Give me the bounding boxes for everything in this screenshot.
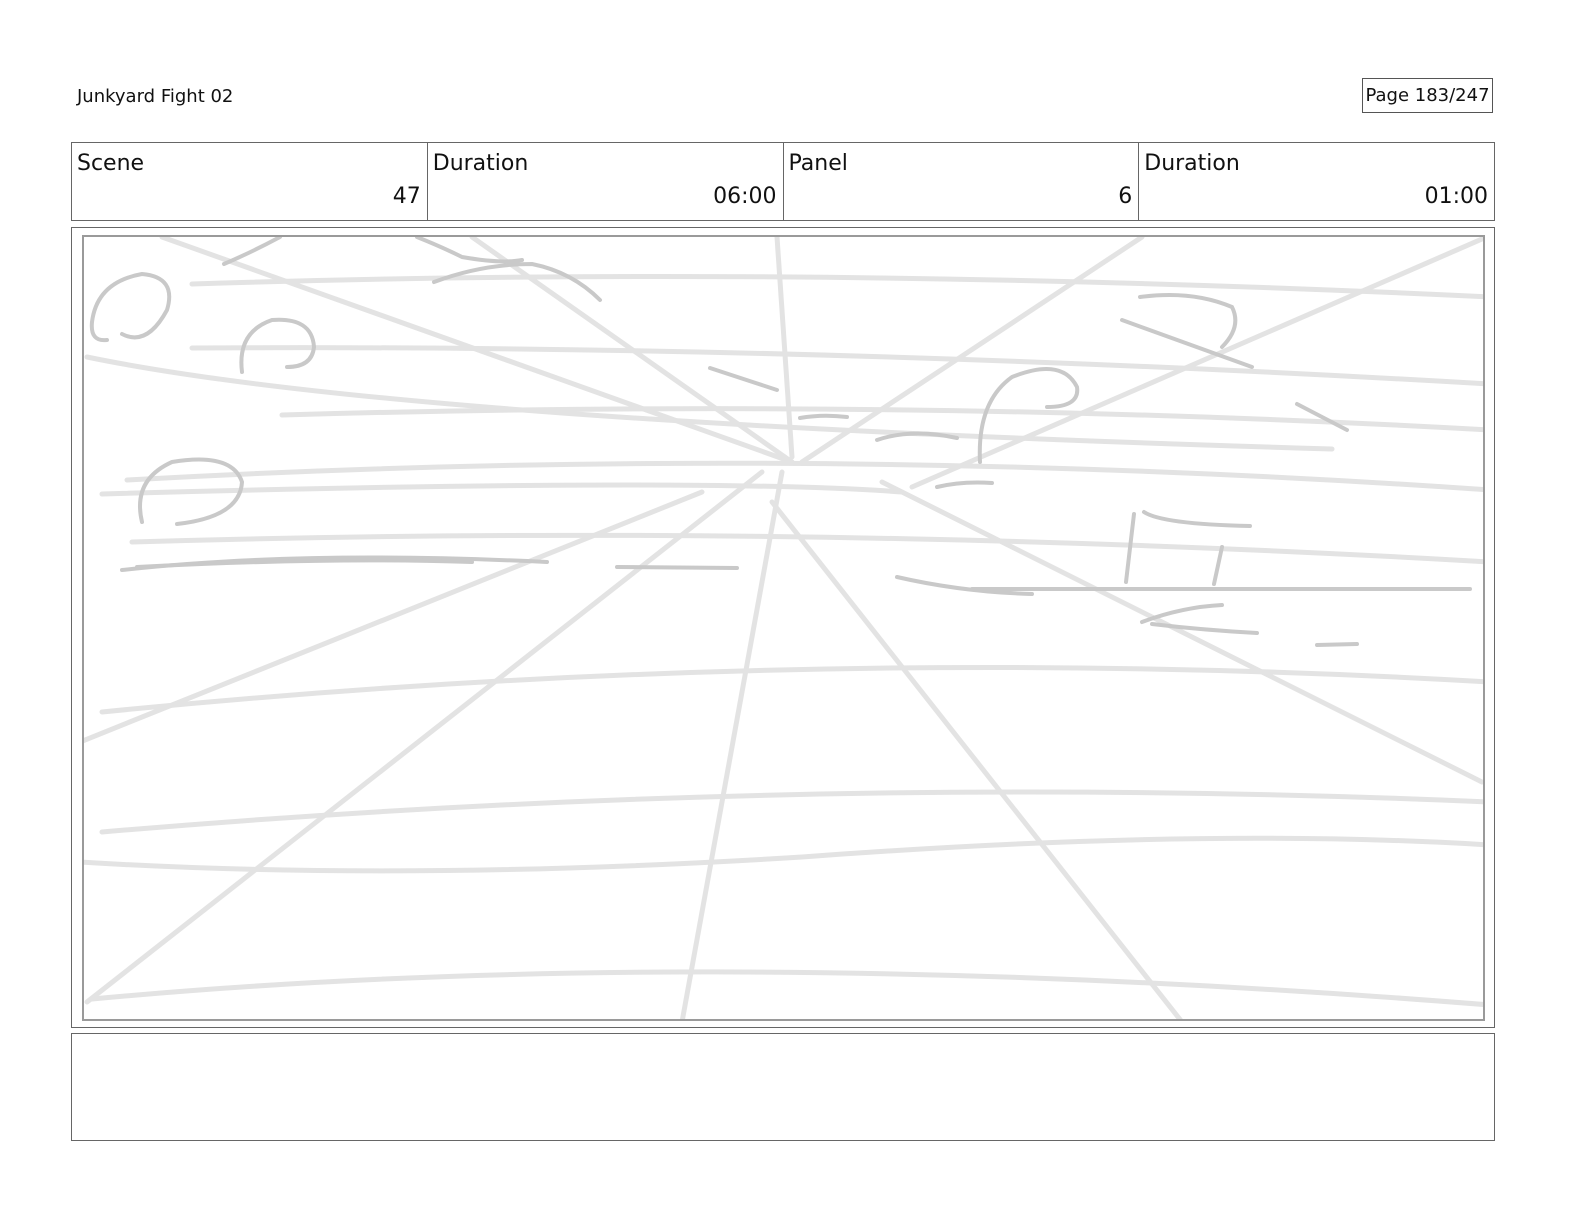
- panel-duration-label: Duration: [1144, 151, 1240, 176]
- scene-label: Scene: [77, 151, 145, 176]
- page-indicator: Page 183/247: [1362, 78, 1493, 113]
- panel-sketch: [82, 235, 1485, 1021]
- panel-label: Panel: [788, 151, 848, 176]
- panel-value: 6: [1118, 184, 1133, 209]
- panel-info-table: Scene 47 Duration 06:00 Panel 6 Duration…: [71, 142, 1495, 221]
- scene-duration-label: Duration: [432, 151, 529, 176]
- scene-duration-value: 06:00: [713, 184, 777, 209]
- storyboard-panel: [71, 227, 1495, 1028]
- panel-duration-value: 01:00: [1424, 184, 1488, 209]
- panel-duration-cell: Duration 01:00: [1139, 143, 1494, 220]
- panel-notes-box: [71, 1033, 1495, 1141]
- scene-duration-cell: Duration 06:00: [428, 143, 784, 220]
- page-label: Page 183/247: [1365, 85, 1490, 106]
- scene-value: 47: [392, 184, 421, 209]
- scene-cell: Scene 47: [72, 143, 428, 220]
- document-title: Junkyard Fight 02: [77, 86, 234, 107]
- panel-cell: Panel 6: [784, 143, 1140, 220]
- sketch-drawing: [84, 237, 1483, 1019]
